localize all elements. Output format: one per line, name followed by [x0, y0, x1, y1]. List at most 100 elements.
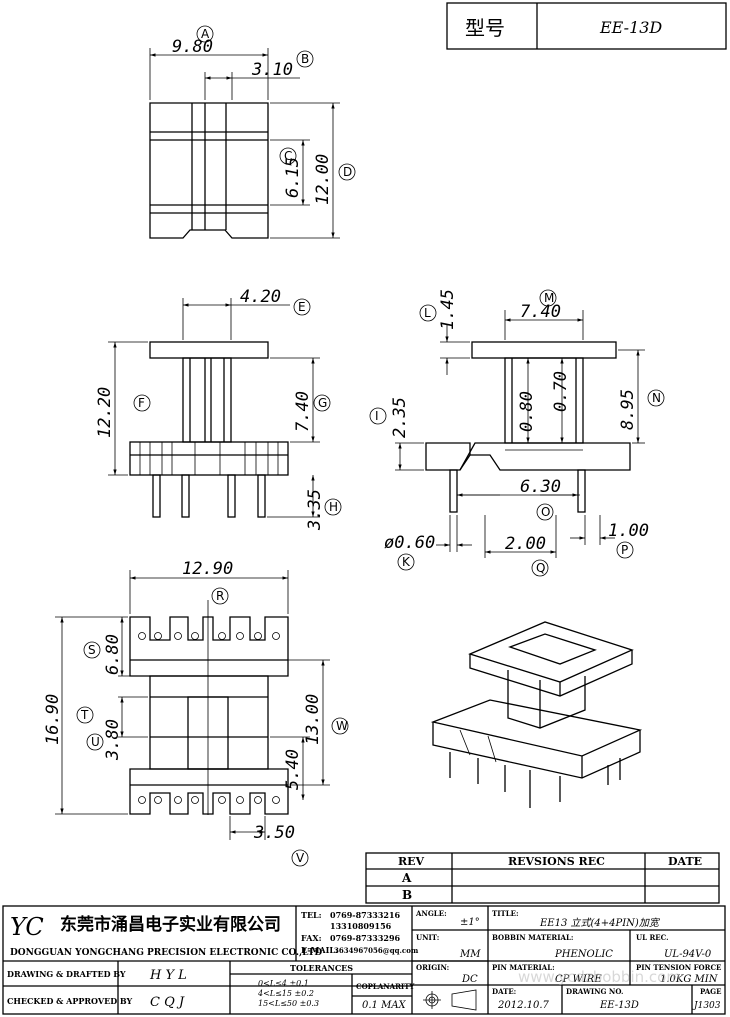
- dim-p-marker: P: [616, 541, 634, 559]
- unit-label: UNIT:: [416, 933, 439, 942]
- svg-text:R: R: [216, 589, 224, 603]
- company-cn: 东莞市涌昌电子实业有限公司: [60, 914, 281, 935]
- dim-q-value: 2.00: [505, 534, 546, 554]
- dim-f-value: 12.20: [95, 387, 115, 438]
- svg-text:F: F: [138, 396, 145, 410]
- bottom-view: 12.90 R 16.90 T 6.80 S 3.80 U 13.00 W 5.…: [43, 559, 349, 867]
- title-block: YC 东莞市涌昌电子实业有限公司 DONGGUAN YONGCHANG PREC…: [2, 905, 726, 1015]
- dim-o-marker: O: [536, 503, 554, 521]
- dim-h-marker: H: [324, 498, 342, 516]
- dim-t-value: 16.90: [43, 694, 63, 745]
- dim-k-value: ø0.60: [384, 533, 435, 553]
- dim-d-marker: D: [338, 163, 356, 181]
- dim-s-marker: S: [83, 641, 101, 659]
- tolerance-1: 0<L≤4 ±0.1: [258, 979, 309, 988]
- svg-text:M: M: [544, 291, 554, 305]
- dim-m-value: 7.40: [520, 302, 561, 322]
- svg-text:T: T: [80, 708, 89, 722]
- dim-l-marker: L: [419, 304, 437, 322]
- front-view: 4.20 E 12.20 F 7.40 G 3.35 H: [95, 287, 342, 531]
- tel-2: 13310809156: [330, 921, 392, 931]
- coplanarity-value: 0.1 MAX: [362, 1000, 407, 1011]
- dim-w-marker: W: [331, 717, 349, 735]
- drawing-no-label: DRAWING NO.: [566, 987, 623, 996]
- rev-row-a: A: [401, 871, 412, 885]
- fax-value: 0769-87333296: [330, 933, 401, 943]
- dim-m-marker: M: [539, 289, 557, 307]
- top-view: 9.80 A 3.10 B 6.15 C 12.00 D: [149, 25, 356, 239]
- email-label: E-MAIL:: [301, 945, 338, 955]
- angle-value: ±1°: [460, 917, 480, 928]
- svg-text:C: C: [284, 149, 292, 163]
- logo: YC: [10, 913, 44, 941]
- dim-n-marker: N: [647, 389, 665, 407]
- dim-i-marker: I: [369, 407, 387, 425]
- svg-text:K: K: [402, 555, 411, 569]
- dim-a-marker: A: [196, 25, 214, 43]
- model-label: 型号: [465, 16, 505, 40]
- dim-v-marker: V: [291, 849, 309, 867]
- drawn-value: H Y L: [149, 968, 187, 983]
- revisions-header: REVSIONS REC: [508, 855, 605, 868]
- isometric-view: [430, 621, 643, 808]
- company-en: DONGGUAN YONGCHANG PRECISION ELECTRONIC …: [10, 948, 322, 958]
- rev-header: REV: [398, 855, 425, 868]
- dim-u-marker: U: [86, 733, 104, 751]
- pin-tension-label: PIN TENSION FORCE: [636, 963, 721, 972]
- svg-text:V: V: [296, 851, 305, 865]
- title-value: EE13 立式(4+4PIN)加宽: [539, 917, 661, 929]
- dim-r-marker: R: [211, 587, 229, 605]
- svg-text:S: S: [88, 643, 96, 657]
- tolerance-3: 15<L≤50 ±0.3: [258, 999, 319, 1008]
- ul-value: UL-94V-0: [664, 949, 712, 960]
- drawing-no-value: EE-13D: [599, 1000, 639, 1011]
- date-header: DATE: [668, 855, 702, 868]
- svg-text:H: H: [329, 500, 338, 514]
- svg-text:E: E: [298, 300, 306, 314]
- dim-q-marker: Q: [531, 559, 549, 577]
- dim-c-value: 6.15: [283, 157, 303, 198]
- dim-e-value: 4.20: [240, 287, 281, 307]
- svg-text:W: W: [336, 719, 348, 733]
- origin-value: DC: [461, 974, 478, 985]
- tolerances-label: TOLERANCES: [290, 963, 353, 973]
- tel-label: TEL:: [301, 910, 322, 920]
- dim-b-marker: B: [296, 50, 314, 68]
- svg-text:I: I: [375, 409, 379, 423]
- dim-t-marker: T: [76, 706, 94, 724]
- date-value: 2012.10.7: [497, 1000, 550, 1011]
- dim-w-value: 13.00: [303, 694, 323, 745]
- dim-d-value: 12.00: [313, 154, 333, 205]
- dim-o-value: 6.30: [520, 477, 561, 497]
- dim-u-value: 3.80: [103, 719, 123, 761]
- ul-label: UL REC.: [636, 933, 669, 942]
- bobbin-label: BOBBIN MATERIAL:: [492, 933, 573, 942]
- dim-c-marker: C: [279, 147, 297, 165]
- title-label: TITLE:: [492, 909, 519, 918]
- dim-s-value: 6.80: [103, 634, 123, 675]
- side-view: 1.45 L 7.40 M 8.95 N 2.35 I 0.80 0.70 6.…: [369, 289, 665, 577]
- dim-i-value: 2.35: [390, 397, 410, 438]
- checked-label: CHECKED & APPROVED BY: [7, 996, 133, 1006]
- svg-text:A: A: [201, 27, 210, 41]
- dim-g-marker: G: [313, 394, 331, 412]
- model-header: 型号 EE-13D: [446, 2, 727, 50]
- pin-tension-value: 1.0KG MIN: [660, 974, 719, 985]
- svg-text:L: L: [424, 306, 431, 320]
- dim-n-value: 8.95: [618, 389, 638, 430]
- svg-text:U: U: [91, 735, 100, 749]
- coplanarity-label: COPLANARITY: [356, 982, 415, 991]
- dim-inner1-value: 0.80: [517, 391, 537, 432]
- checked-value: C Q J: [150, 995, 185, 1010]
- bobbin-value: PHENOLIC: [554, 949, 613, 960]
- model-value: EE-13D: [599, 18, 662, 37]
- origin-label: ORIGIN:: [416, 963, 449, 972]
- dim-k-marker: K: [397, 553, 415, 571]
- unit-value: MM: [459, 949, 481, 960]
- svg-text:D: D: [343, 165, 352, 179]
- svg-text:N: N: [652, 391, 661, 405]
- revision-table: REV REVSIONS REC DATE A B: [365, 852, 720, 904]
- svg-text:P: P: [621, 543, 628, 557]
- dim-v-value: 3.50: [253, 823, 295, 843]
